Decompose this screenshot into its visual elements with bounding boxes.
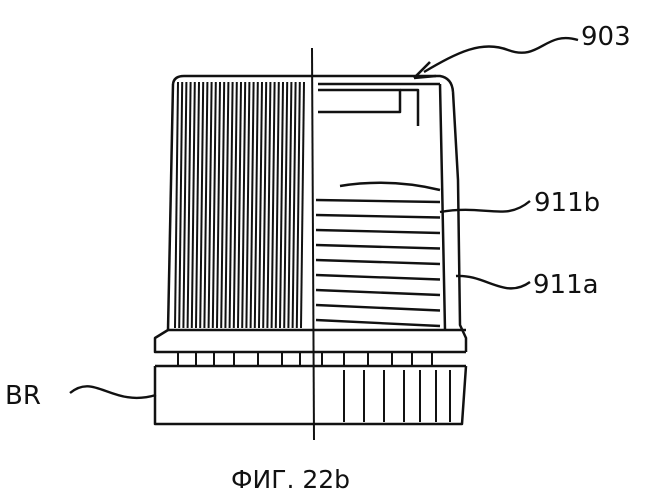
knurl-line xyxy=(204,82,207,328)
knurl-line xyxy=(209,82,212,328)
tamper-bridges xyxy=(178,352,432,366)
thread-top-ridge xyxy=(340,183,440,190)
knurl-line xyxy=(284,82,287,328)
cap-inner-wall xyxy=(440,84,445,330)
knurl-line xyxy=(230,82,233,328)
figure-caption: ФИГ. 22b xyxy=(231,465,350,494)
knurl-line xyxy=(246,82,249,328)
knurl-line xyxy=(183,82,186,328)
knurl-line xyxy=(301,82,304,328)
cap-left-wall xyxy=(168,84,173,330)
knurl-line xyxy=(272,82,275,328)
centre-line xyxy=(312,48,314,440)
thread-ridge xyxy=(316,320,440,326)
knurl-line xyxy=(288,82,291,328)
knurl-line xyxy=(293,82,296,328)
ring-ribs xyxy=(344,370,450,422)
knurl-line xyxy=(217,82,220,328)
knurl-line xyxy=(238,82,241,328)
leader-911a xyxy=(456,276,530,288)
knurl-line xyxy=(200,82,203,328)
knurl-line xyxy=(255,82,258,328)
leader-903 xyxy=(424,38,578,72)
knurl-line xyxy=(297,82,300,328)
label-911a: 911a xyxy=(533,270,599,300)
leader-911b xyxy=(440,201,530,212)
cap-right-wall xyxy=(453,92,466,352)
cap-skirt xyxy=(155,330,466,352)
label-911b: 911b xyxy=(534,188,600,218)
thread-ridge xyxy=(316,230,440,233)
thread-ridge xyxy=(316,215,440,218)
knurl-line xyxy=(225,82,228,328)
thread-ridge xyxy=(316,305,440,311)
knurl-line xyxy=(213,82,216,328)
knurl-line xyxy=(175,82,178,328)
label-903: 903 xyxy=(581,22,631,52)
closure-cap-drawing xyxy=(155,48,466,440)
inner-seal xyxy=(318,90,400,112)
knurl-line xyxy=(280,82,283,328)
thread-ridge xyxy=(316,260,440,264)
knurl-line xyxy=(179,82,182,328)
inner-seal-ring xyxy=(400,90,418,126)
knurl-line xyxy=(259,82,262,328)
leader-lines xyxy=(70,38,578,398)
knurled-exterior xyxy=(175,82,304,328)
knurl-line xyxy=(242,82,245,328)
internal-threads xyxy=(316,200,440,326)
knurl-line xyxy=(192,82,195,328)
knurl-line xyxy=(221,82,224,328)
thread-ridge xyxy=(316,290,440,295)
thread-ridge xyxy=(316,245,440,249)
knurl-line xyxy=(251,82,254,328)
leader-br xyxy=(70,386,156,398)
thread-ridge xyxy=(316,275,440,280)
thread-ridge xyxy=(316,200,440,202)
knurl-line xyxy=(234,82,237,328)
knurl-line xyxy=(263,82,266,328)
knurl-line xyxy=(276,82,279,328)
knurl-line xyxy=(196,82,199,328)
knurl-line xyxy=(267,82,270,328)
knurl-line xyxy=(188,82,191,328)
label-br: BR xyxy=(5,381,41,411)
